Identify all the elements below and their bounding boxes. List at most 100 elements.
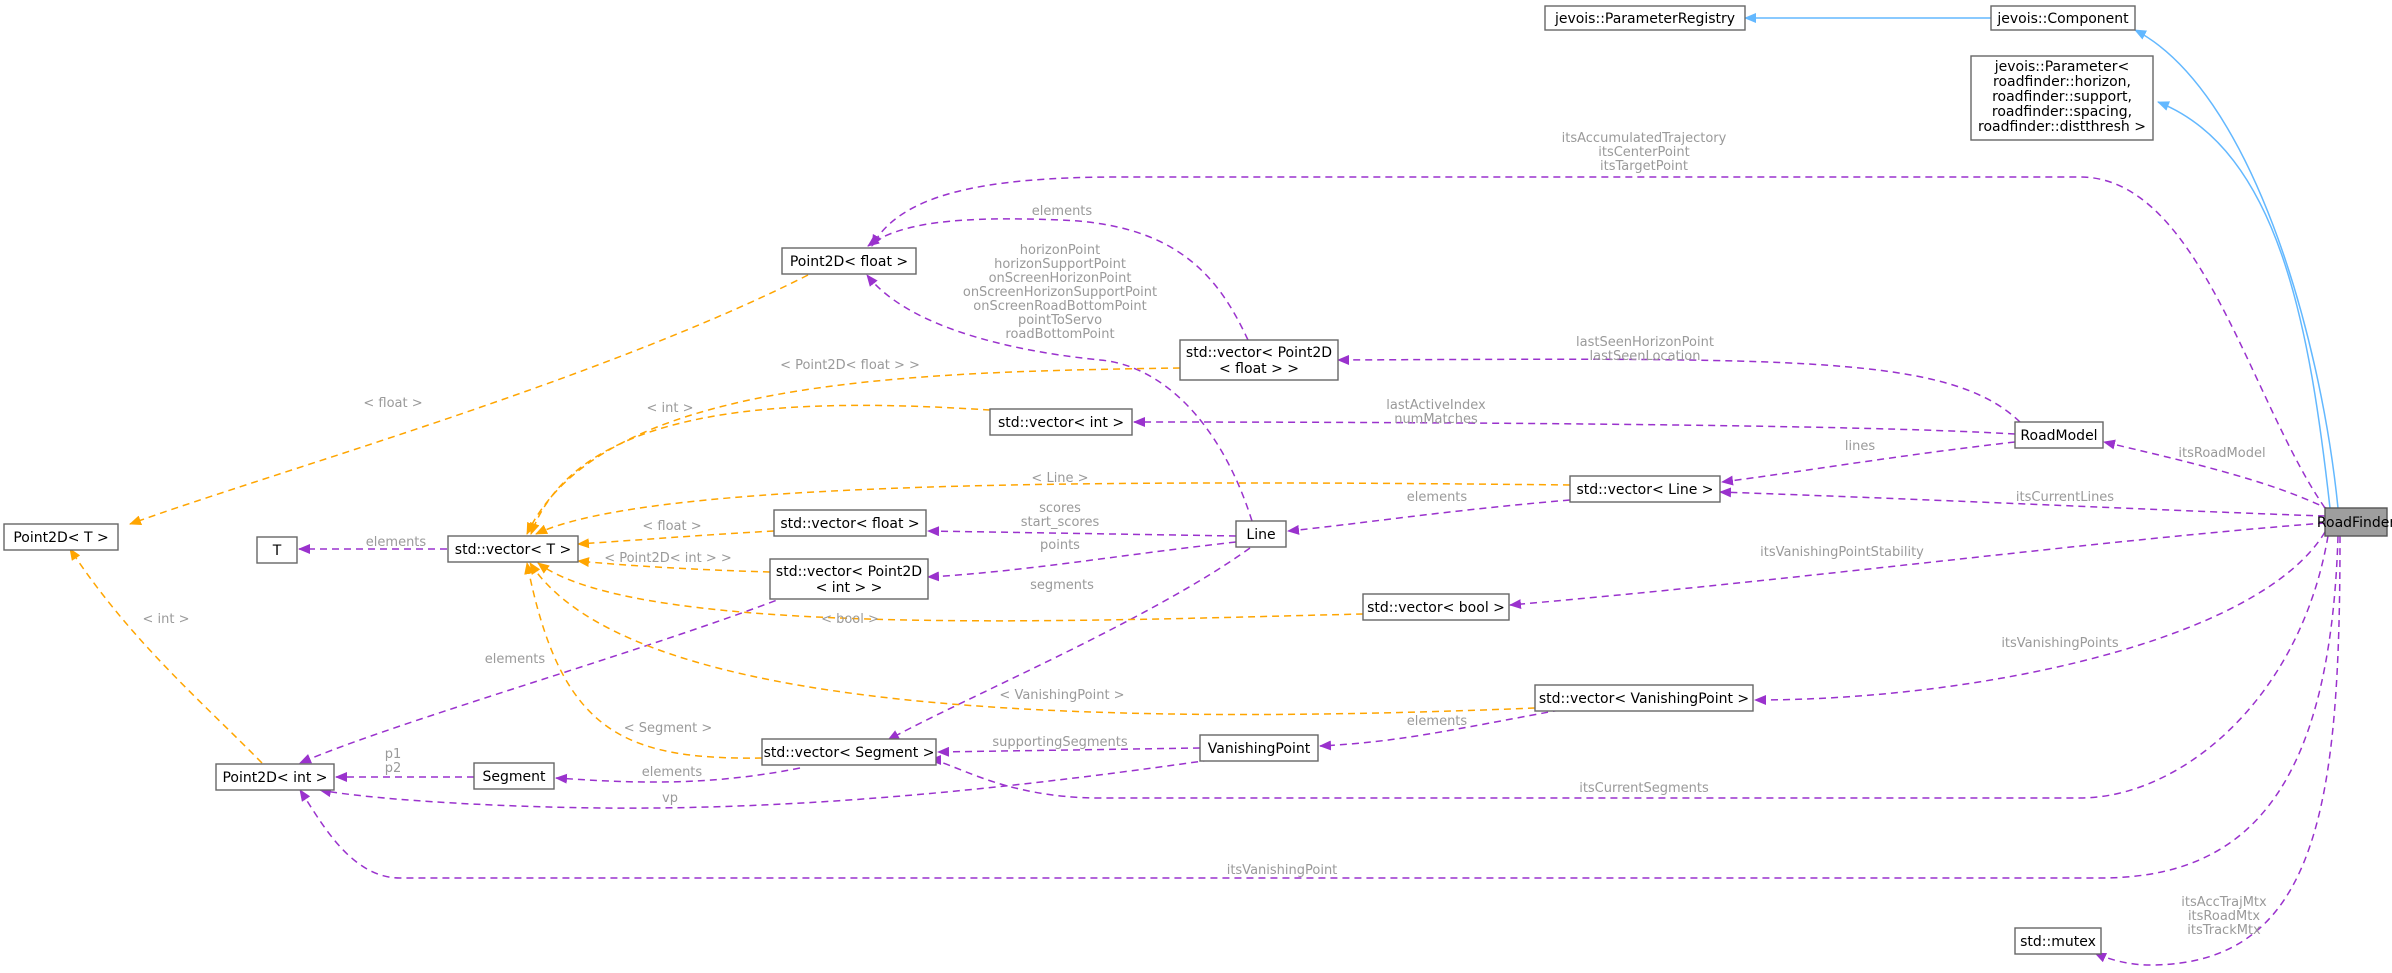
svg-text:jevois::Parameter<roadfinder::: jevois::Parameter<roadfinder::horizon,ro… (1978, 59, 2146, 135)
label-points: points (1040, 538, 1080, 553)
label-elements-point2d-float-line-1: elements (1032, 204, 1093, 219)
edge-line-to-point2d-float (866, 274, 1253, 522)
node-point2d-float[interactable]: Point2D< float > (781, 247, 917, 275)
edge-vector-segment-to-vector-t (524, 562, 763, 759)
label-templ-float-t-line-1: < float > (363, 396, 422, 411)
label-line-points-line-4: onScreenHorizonSupportPoint (963, 285, 1157, 300)
label-templ-bool-line-1: < bool > (821, 612, 879, 627)
svg-text:T: T (272, 543, 282, 559)
label-elements-segment-line-1: elements (642, 765, 703, 780)
label-line-points-line-2: horizonSupportPoint (994, 257, 1126, 272)
label-vp: vp (662, 791, 678, 806)
node-t[interactable]: T (256, 536, 298, 564)
node-point2d-int[interactable]: Point2D< int > (215, 763, 335, 791)
label-elements-point2d-int-line-1: elements (485, 652, 546, 667)
edge-line-to-vector-segment (887, 547, 1251, 741)
edge-road-finder-to-mutex (2094, 535, 2341, 966)
label-last-active-line-1: lastActiveIndex (1386, 398, 1486, 413)
svg-text:std::vector< bool >: std::vector< bool > (1367, 600, 1505, 616)
svg-text:VanishingPoint: VanishingPoint (1208, 741, 1311, 757)
node-vector-point2d-float[interactable]: std::vector< Point2D< float > > (1179, 339, 1339, 381)
label-templ-vanishing-point: < VanishingPoint > (999, 688, 1124, 703)
node-vanishing-point[interactable]: VanishingPoint (1199, 734, 1319, 762)
label-points-line-1: points (1040, 538, 1080, 553)
svg-text:std::vector< Line >: std::vector< Line > (1576, 482, 1713, 498)
label-accumulated-trajectory-line-1: itsAccumulatedTrajectory (1562, 131, 1727, 146)
label-segments-line-1: segments (1030, 578, 1094, 593)
label-elements-vp-line-1: elements (1407, 714, 1468, 729)
label-last-seen-line-1: lastSeenHorizonPoint (1576, 335, 1714, 350)
null-line-1: std::vector< Line > (1576, 482, 1713, 498)
label-supporting-segments: supportingSegments (992, 735, 1128, 750)
node-std-mutex[interactable]: std::mutex (2014, 927, 2102, 955)
edge-vanishing-point-to-point2d-int (319, 759, 1211, 809)
svg-text:Point2D< T >: Point2D< T > (13, 530, 108, 546)
label-line-points-line-1: horizonPoint (1020, 243, 1100, 258)
label-elements-point2d-int: elements (485, 652, 546, 667)
label-templ-line: < Line > (1031, 471, 1088, 486)
node-vector-vanishing-point[interactable]: std::vector< VanishingPoint > (1534, 684, 1754, 712)
null-line-1: Point2D< int > (222, 770, 327, 786)
label-elements-t-line-1: elements (366, 535, 427, 550)
edge-road-finder-to-road-model (2103, 439, 2331, 511)
label-templ-int-point: < int > (143, 612, 190, 627)
edge-vector-bool-to-vector-t (537, 562, 1364, 622)
label-templ-point2d-float-line-1: < Point2D< float > > (780, 358, 920, 373)
svg-text:jevois::ParameterRegistry: jevois::ParameterRegistry (1554, 11, 1735, 27)
svg-text:RoadModel: RoadModel (2020, 428, 2097, 444)
node-segment[interactable]: Segment (473, 762, 555, 790)
svg-text:std::vector< Point2D< float >: std::vector< Point2D< float > > (1186, 345, 1332, 377)
label-its-current-segments: itsCurrentSegments (1579, 781, 1709, 796)
null-line-1: std::vector< bool > (1367, 600, 1505, 616)
node-vector-float[interactable]: std::vector< float > (773, 509, 927, 537)
node-line[interactable]: Line (1235, 520, 1287, 548)
edge-point2d-float-to-point2d-t (129, 274, 809, 525)
null-line-1: std::vector< T > (455, 542, 571, 558)
label-line-points-line-3: onScreenHorizonPoint (989, 271, 1132, 286)
node-road-model[interactable]: RoadModel (2014, 421, 2104, 449)
svg-text:std::vector< int >: std::vector< int > (998, 415, 1124, 431)
edge-vector-line-to-line (1287, 499, 1571, 535)
label-supporting-segments-line-1: supportingSegments (992, 735, 1128, 750)
edge-line-to-vector-point2d-int (927, 541, 1237, 582)
node-road-finder[interactable]: RoadFinder (2317, 507, 2392, 537)
edge-vector-line-to-vector-t (535, 482, 1571, 535)
node-vector-point2d-int[interactable]: std::vector< Point2D< int > > (769, 558, 929, 600)
edge-road-finder-to-point2d-int (299, 535, 2339, 879)
node-point2d-t[interactable]: Point2D< T > (3, 523, 119, 551)
label-its-vp-stability: itsVanishingPointStability (1760, 545, 1924, 560)
null-line-1: std::vector< Segment > (764, 745, 935, 761)
node-vector-line[interactable]: std::vector< Line > (1569, 475, 1721, 503)
node-vector-int[interactable]: std::vector< int > (989, 408, 1133, 436)
label-elements-line: elements (1407, 490, 1468, 505)
node-vector-segment[interactable]: std::vector< Segment > (761, 738, 937, 766)
label-line-points-line-7: roadBottomPoint (1005, 327, 1114, 342)
label-templ-segment-line-1: < Segment > (624, 721, 713, 736)
label-accumulated-trajectory-line-2: itsCenterPoint (1598, 145, 1690, 160)
label-templ-float-line-1: < float > (642, 519, 701, 534)
edge-vector-point2d-int-to-vector-t (577, 557, 771, 573)
label-templ-int-point-line-1: < int > (143, 612, 190, 627)
label-templ-point2d-int: < Point2D< int > > (604, 551, 732, 566)
null-line-2: roadfinder::horizon, (1993, 74, 2131, 90)
edge-vector-point2d-int-to-point2d-int (299, 591, 799, 764)
null-line-1: RoadModel (2020, 428, 2097, 444)
label-elements-segment: elements (642, 765, 703, 780)
node-jevois-parameter-registry[interactable]: jevois::ParameterRegistry (1544, 5, 1746, 31)
label-its-current-lines-line-1: itsCurrentLines (2016, 490, 2114, 505)
label-its-vp-stability-line-1: itsVanishingPointStability (1760, 545, 1924, 560)
label-vp-line-1: vp (662, 791, 678, 806)
node-vector-bool[interactable]: std::vector< bool > (1362, 593, 1510, 621)
label-templ-point2d-int-line-1: < Point2D< int > > (604, 551, 732, 566)
node-vector-t[interactable]: std::vector< T > (447, 535, 579, 563)
null-line-3: roadfinder::support, (1992, 89, 2132, 105)
label-its-vanishing-points-line-1: itsVanishingPoints (2001, 636, 2119, 651)
edge-road-model-to-vector-line (1721, 441, 2016, 486)
node-jevois-component[interactable]: jevois::Component (1990, 5, 2136, 31)
node-jevois-parameter[interactable]: jevois::Parameter<roadfinder::horizon,ro… (1970, 55, 2154, 141)
label-templ-vanishing-point-line-1: < VanishingPoint > (999, 688, 1124, 703)
edge-line-to-vector-float (927, 526, 1237, 537)
edge-vector-point2d-float-to-vector-t (526, 367, 1181, 535)
